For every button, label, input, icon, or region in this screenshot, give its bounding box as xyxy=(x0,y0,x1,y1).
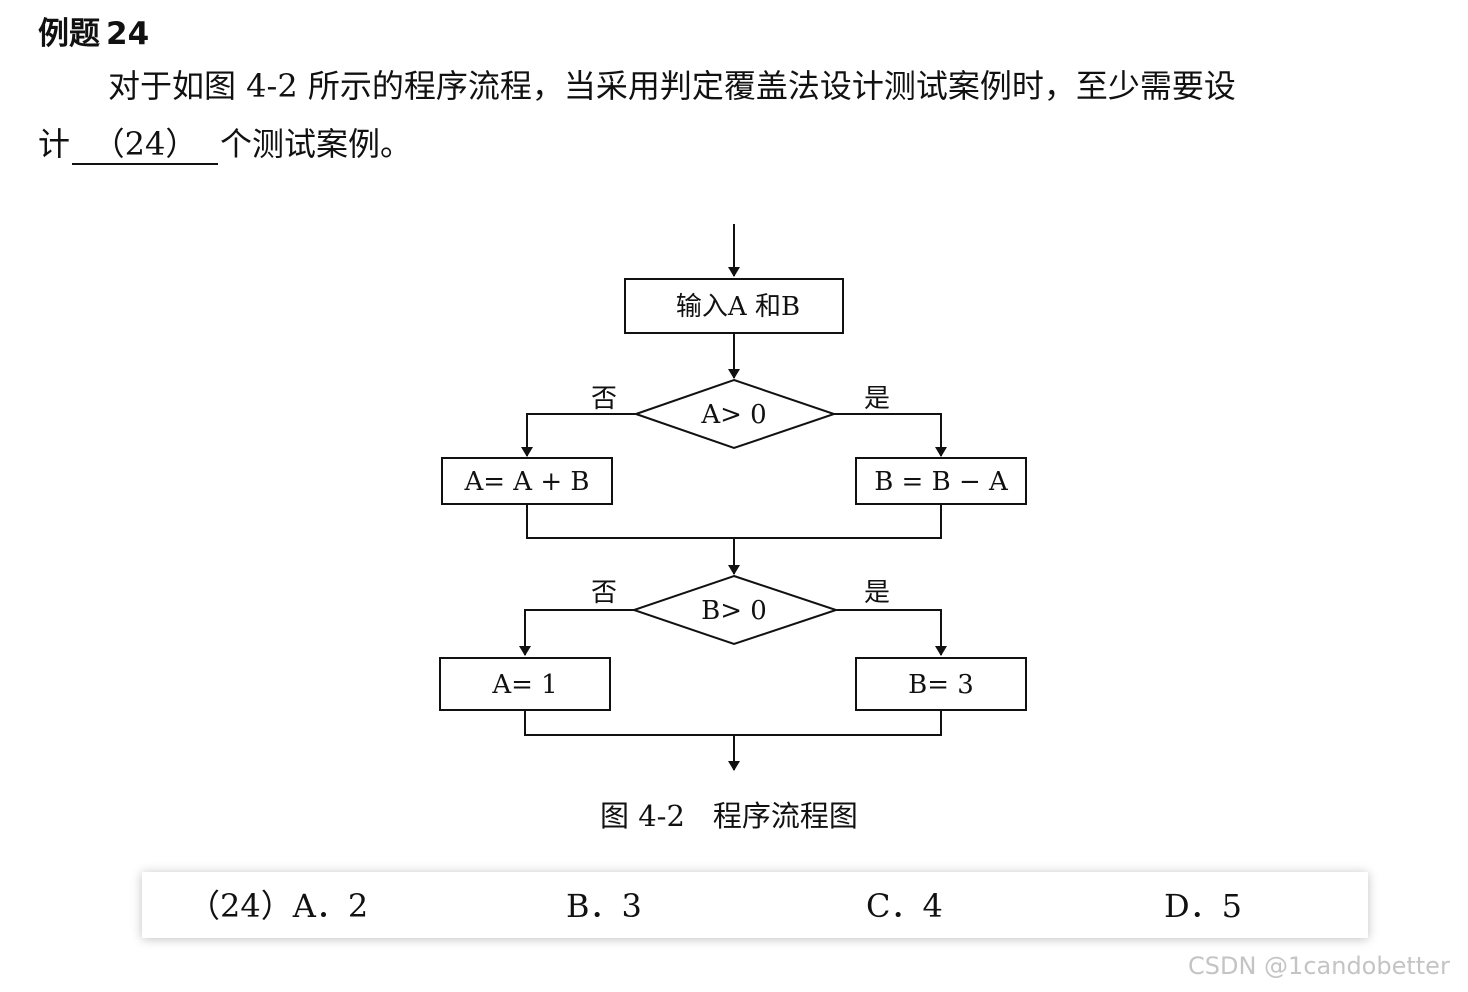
decision2-yes-branch xyxy=(836,609,947,656)
option-a: （24）A．2 xyxy=(188,887,369,925)
caption-name: 程序流程图 xyxy=(712,799,858,833)
question-text-line1: 对于如图 4-2 所示的程序流程，当采用判定覆盖法设计测试案例时，至少需要设 xyxy=(108,67,1236,105)
decision1-label: A> 0 xyxy=(700,400,766,430)
answer-blank: （24） xyxy=(72,125,219,165)
option-b: B．3 xyxy=(566,887,642,925)
question-text-line2: 计（24）个测试案例。 xyxy=(38,122,412,166)
merge2-line xyxy=(524,710,942,736)
merge1-line xyxy=(526,504,942,539)
answer-options: （24）A．2 B．3 C．4 D．5 xyxy=(142,872,1368,938)
box-left2-label: A= 1 xyxy=(491,670,557,700)
question-text-start: 计 xyxy=(38,125,71,163)
question-label: 例题 xyxy=(38,16,100,52)
option-d: D．5 xyxy=(1164,887,1243,925)
box-right1-label: B = B − A xyxy=(874,467,1009,497)
decision1-yes-label: 是 xyxy=(864,384,890,414)
caption-number: 图 4-2 xyxy=(600,799,685,833)
question-number: 24 xyxy=(106,16,150,52)
question-text-end: 个测试案例。 xyxy=(220,125,413,163)
decision2-label: B> 0 xyxy=(701,596,767,626)
decision1-yes-branch xyxy=(834,413,947,457)
decision2-yes-label: 是 xyxy=(864,578,890,608)
input-box-label: 输入A 和B xyxy=(676,292,800,322)
decision2-no-label: 否 xyxy=(591,578,617,608)
watermark: CSDN @1candobetter xyxy=(1188,952,1450,980)
decision1-diamond xyxy=(632,378,838,450)
decision2-no-branch xyxy=(519,609,634,656)
decision1-no-label: 否 xyxy=(591,384,617,414)
box-left1-label: A= A + B xyxy=(463,467,589,497)
decision1-no-branch xyxy=(521,413,636,457)
figure-caption: 图 4-2 程序流程图 xyxy=(600,796,858,836)
box-right2-label: B= 3 xyxy=(908,670,974,700)
decision2-diamond xyxy=(630,574,840,646)
option-c: C．4 xyxy=(866,887,943,925)
